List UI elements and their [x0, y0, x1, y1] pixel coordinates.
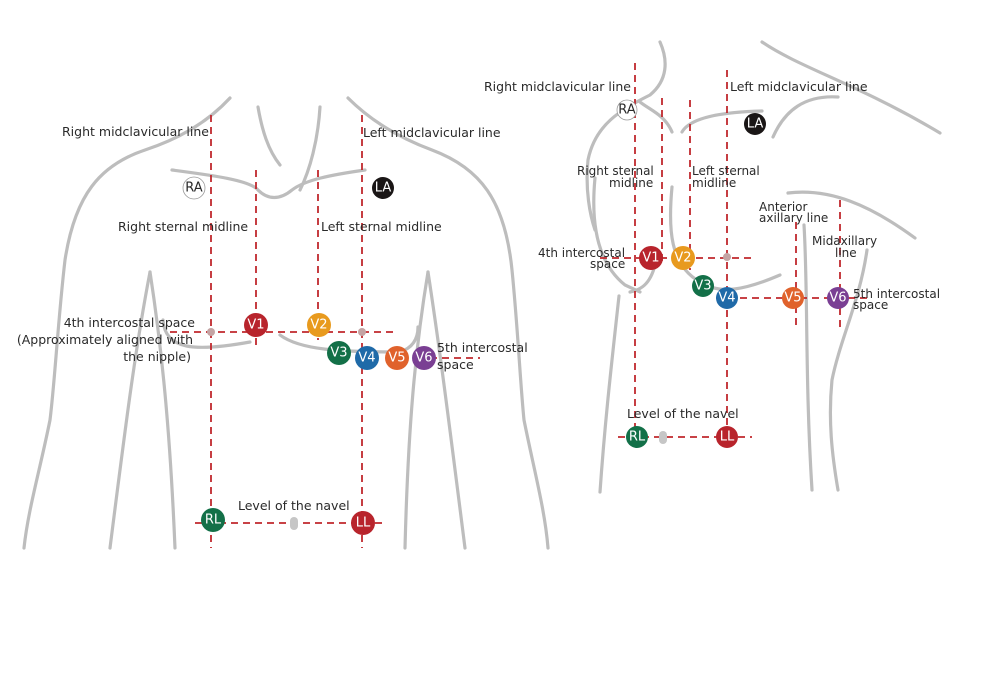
electrode-la-dot [744, 113, 766, 135]
electrode-v1-label: V1 [642, 251, 659, 266]
electrode-v1-label: V1 [247, 318, 264, 333]
side-view: Right midclavicular line Left midclavicu… [484, 40, 942, 494]
front-label-navel: Level of the navel [238, 498, 350, 513]
front-electrode-ra: RA [182, 176, 206, 200]
electrode-v6-label: V6 [829, 291, 846, 306]
side-labels: Right midclavicular line Left midclavicu… [484, 79, 940, 421]
electrode-v2-dot [671, 246, 695, 270]
side-electrode-v5: V5 [782, 287, 804, 309]
electrode-v5-dot [782, 287, 804, 309]
electrode-v3-label: V3 [330, 346, 347, 361]
side-label-midaxillary: Midaxillary [812, 234, 877, 248]
electrode-rl-label: RL [205, 513, 222, 528]
front-electrode-la: LA [372, 177, 394, 199]
side-label-right-sternal: midline [609, 176, 653, 190]
front-body-outline [22, 96, 550, 550]
electrode-la-label: LA [747, 117, 764, 132]
electrode-v2-label: V2 [674, 251, 691, 266]
electrode-v5-label: V5 [388, 351, 405, 366]
electrode-rl-dot [201, 508, 225, 532]
side-electrodes: RA LA V1 V2 V3 V4 [616, 99, 849, 448]
side-label-right-sternal: Right sternal [577, 164, 654, 178]
side-electrode-v4: V4 [716, 287, 738, 309]
front-electrode-v4: V4 [355, 346, 379, 370]
electrode-ra-label: RA [618, 103, 636, 118]
side-electrode-ra: RA [616, 99, 638, 121]
side-electrode-ll: LL [716, 426, 738, 448]
side-intersection-marker [723, 253, 731, 261]
side-label-anterior-axillary: Anterior [759, 200, 808, 214]
side-label-left-sternal: midline [692, 176, 736, 190]
front-view: Right midclavicular line Left midclavicu… [17, 96, 550, 550]
side-label-midaxillary: line [835, 246, 857, 260]
front-electrode-v1: V1 [244, 313, 268, 337]
electrode-v4-label: V4 [718, 291, 735, 306]
front-electrode-v6: V6 [412, 346, 436, 370]
side-navel-icon [659, 431, 667, 444]
front-electrode-v2: V2 [307, 313, 331, 337]
electrode-v4-label: V4 [358, 351, 375, 366]
side-electrode-v1: V1 [639, 246, 663, 270]
electrode-rl-dot [626, 426, 648, 448]
electrode-v2-dot [307, 313, 331, 337]
front-label-fourth-ics-note: (Approximately aligned with [17, 332, 193, 347]
electrode-v3-label: V3 [694, 279, 711, 294]
side-electrode-v3: V3 [692, 275, 714, 297]
electrode-la-dot [372, 177, 394, 199]
side-electrode-v6: V6 [827, 287, 849, 309]
side-label-fourth-ics: space [590, 257, 625, 271]
front-electrode-v3: V3 [327, 341, 351, 365]
electrode-v6-label: V6 [415, 351, 432, 366]
electrode-v1-dot [639, 246, 663, 270]
electrode-v4-dot [716, 287, 738, 309]
front-navel-icon [290, 517, 298, 530]
side-electrode-rl: RL [626, 426, 648, 448]
side-electrode-v2: V2 [671, 246, 695, 270]
front-label-fifth-ics: 5th intercostal [437, 340, 528, 355]
side-label-fourth-ics: 4th intercostal [538, 246, 625, 260]
front-electrodes: RA LA V1 V2 V3 V4 [182, 176, 436, 535]
electrode-ll-label: LL [356, 516, 371, 531]
electrode-v2-label: V2 [310, 318, 327, 333]
electrode-ll-dot [351, 511, 375, 535]
electrode-v4-dot [355, 346, 379, 370]
side-label-left-midclavicular: Left midclavicular line [730, 79, 868, 94]
side-label-right-midclavicular: Right midclavicular line [484, 79, 631, 94]
electrode-v5-label: V5 [784, 291, 801, 306]
side-label-anterior-axillary: axillary line [759, 211, 828, 225]
front-label-right-midclavicular: Right midclavicular line [62, 124, 209, 139]
side-electrode-la: LA [744, 113, 766, 135]
front-label-left-sternal: Left sternal midline [321, 219, 442, 234]
front-labels: Right midclavicular line Left midclavicu… [17, 124, 528, 513]
front-electrode-rl: RL [201, 508, 225, 532]
electrode-ll-dot [716, 426, 738, 448]
front-electrode-ll: LL [351, 511, 375, 535]
electrode-ra-label: RA [185, 181, 203, 196]
electrode-la-label: LA [375, 181, 392, 196]
side-label-left-sternal: Left sternal [692, 164, 760, 178]
front-electrode-v5: V5 [385, 346, 409, 370]
electrode-v5-dot [385, 346, 409, 370]
electrode-rl-label: RL [629, 430, 646, 445]
side-label-fifth-ics: 5th intercostal [853, 287, 940, 301]
electrode-v1-dot [244, 313, 268, 337]
front-label-right-sternal: Right sternal midline [118, 219, 248, 234]
electrode-v3-dot [327, 341, 351, 365]
front-intersection-marker [207, 328, 215, 336]
front-label-fifth-ics: space [437, 357, 474, 372]
electrode-v3-dot [692, 275, 714, 297]
front-label-fourth-ics-note: the nipple) [123, 349, 191, 364]
front-label-left-midclavicular: Left midclavicular line [363, 125, 501, 140]
electrode-ll-label: LL [720, 430, 735, 445]
electrode-v6-dot [412, 346, 436, 370]
electrode-v6-dot [827, 287, 849, 309]
front-intersection-marker [358, 328, 366, 336]
electrode-ra-dot [616, 99, 638, 121]
side-label-navel: Level of the navel [627, 406, 739, 421]
front-label-fourth-ics: 4th intercostal space [64, 315, 196, 330]
side-body-outline [585, 40, 942, 494]
side-label-fifth-ics: space [853, 298, 888, 312]
electrode-ra-dot [182, 176, 206, 200]
